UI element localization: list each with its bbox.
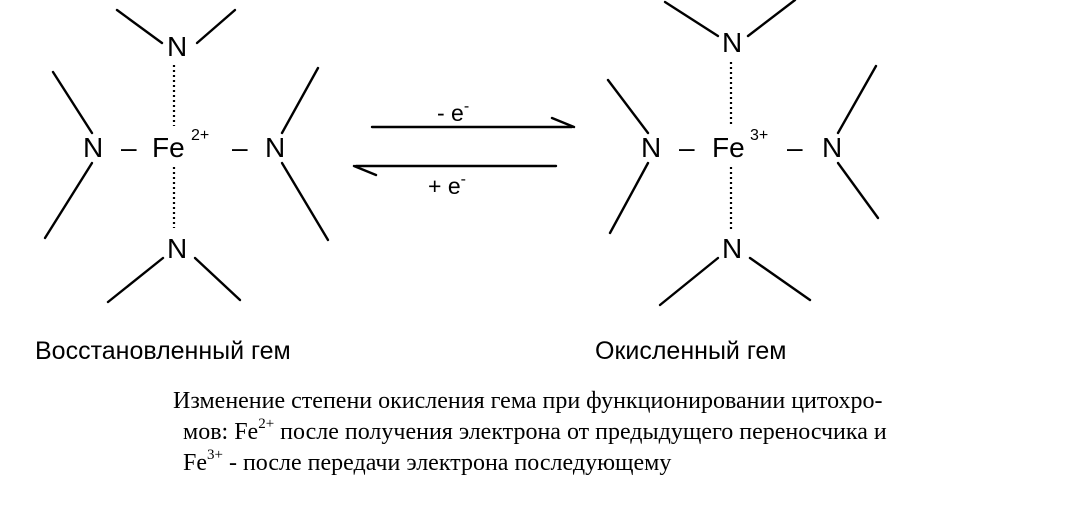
caption-superscript: 3+ [207, 447, 223, 463]
figure-caption: Изменение степени окисления гема при фун… [173, 386, 1063, 479]
top-nitrogen: N [722, 27, 742, 58]
right-bond-dash: – [787, 132, 803, 163]
right-nitrogen: N [265, 132, 285, 163]
left-nitrogen: N [83, 132, 103, 163]
redox-equilibrium-arrows: - e- + e- [352, 98, 576, 199]
caption-line-1: Изменение степени окисления гема при фун… [173, 388, 883, 414]
left-bond-dash: – [679, 132, 695, 163]
top-ligand-bond-left [115, 8, 164, 45]
bottom-ligand-bond-right [193, 256, 242, 302]
bottom-ligand-bond-left [658, 256, 720, 307]
backward-arrow-head [352, 164, 378, 177]
iron-charge: 2+ [191, 127, 209, 144]
backward-arrow-label: + e- [428, 171, 466, 199]
heme-redox-scheme: N N – Fe 2+ – N N - e- + e- N N – Fe 3+ … [43, 0, 880, 307]
right-ligand-bond-upper [280, 66, 320, 135]
left-nitrogen: N [641, 132, 661, 163]
caption-text: - после передачи электрона последующему [222, 450, 672, 476]
caption-superscript: 2+ [258, 416, 275, 432]
forward-arrow-label: - e- [437, 98, 469, 126]
left-ligand-bond-upper [606, 78, 650, 135]
bottom-ligand-bond-right [748, 256, 812, 302]
caption-text: мов: Fe [183, 419, 259, 445]
right-ligand-bond-upper [836, 64, 878, 135]
top-ligand-bond-right [746, 0, 797, 38]
left-bond-dash: – [121, 132, 137, 163]
caption-line-2: мов: Fe2+ после получения электрона от п… [173, 417, 1063, 448]
left-ligand-bond-lower [608, 161, 650, 235]
top-nitrogen: N [167, 31, 187, 62]
right-ligand-bond-lower [280, 161, 330, 242]
top-ligand-bond-right [195, 8, 237, 45]
right-ligand-bond-lower [836, 161, 880, 220]
reduced-heme-label: Восстановленный гем [35, 337, 291, 365]
forward-arrow-head [550, 116, 576, 129]
bottom-nitrogen: N [167, 233, 187, 264]
iron-atom: Fe [152, 132, 185, 163]
right-bond-dash: – [232, 132, 248, 163]
oxidized-heme-label: Окисленный гем [595, 337, 787, 365]
caption-text: Fe [183, 450, 207, 476]
bottom-ligand-bond-left [106, 256, 165, 304]
reduced-heme-structure: N N – Fe 2+ – N N [43, 8, 330, 304]
bottom-nitrogen: N [722, 233, 742, 264]
iron-charge: 3+ [750, 127, 768, 144]
right-nitrogen: N [822, 132, 842, 163]
caption-line-3: Fe3+ - после передачи электрона последую… [173, 448, 1063, 479]
left-ligand-bond-lower [43, 161, 94, 240]
top-ligand-bond-left [663, 0, 720, 38]
left-ligand-bond-upper [51, 70, 94, 135]
oxidized-heme-structure: N N – Fe 3+ – N N [606, 0, 880, 307]
iron-atom: Fe [712, 132, 745, 163]
caption-text: после получения электрона от предыдущего… [274, 419, 887, 445]
